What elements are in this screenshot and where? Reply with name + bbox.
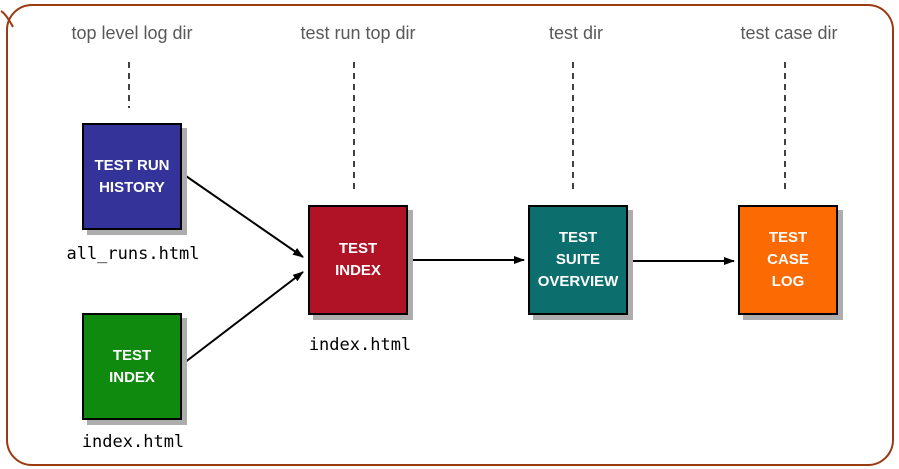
file-label-index-html-run: index.html	[308, 335, 412, 355]
file-label-index-html-top-level: index.html	[81, 432, 185, 452]
node-test-run-history-label: TEST RUN HISTORY	[94, 156, 170, 196]
node-test-index-top-level: TEST INDEX	[82, 313, 182, 420]
column-header-test-dir: test dir	[548, 23, 604, 43]
node-test-suite-overview: TEST SUITE OVERVIEW	[528, 205, 628, 315]
file-label-all-runs-html: all_runs.html	[66, 244, 200, 264]
node-test-index-top-level-label: TEST INDEX	[109, 346, 155, 386]
node-test-case-log: TEST CASE LOG	[738, 205, 838, 315]
node-test-case-log-label: TEST CASE LOG	[767, 229, 809, 290]
column-header-top-level-log-dir: top level log dir	[71, 23, 193, 43]
column-header-test-case-dir: test case dir	[740, 23, 838, 43]
node-test-index-run: TEST INDEX	[308, 205, 408, 315]
column-header-test-run-top-dir: test run top dir	[300, 23, 416, 43]
node-test-suite-overview-label: TEST SUITE OVERVIEW	[537, 229, 619, 290]
node-test-index-run-label: TEST INDEX	[335, 240, 381, 279]
node-test-run-history: TEST RUN HISTORY	[82, 123, 182, 230]
